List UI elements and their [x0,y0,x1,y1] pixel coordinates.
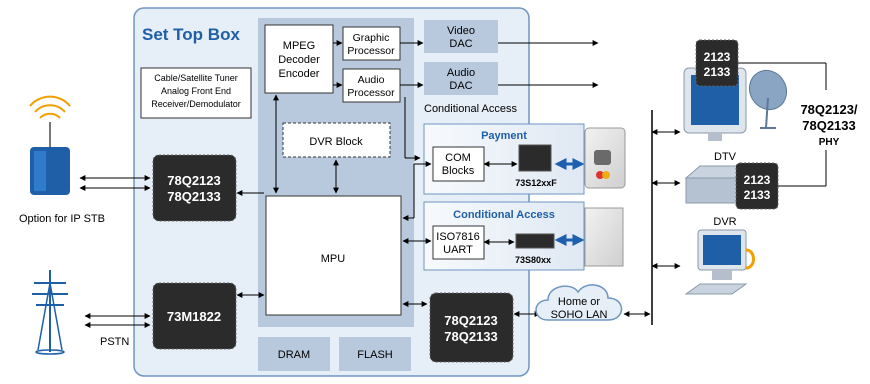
payment-chip-label: 73S12xxF [515,178,557,188]
dvr-block [282,122,391,158]
dvr-chip-line-1: 2123 [744,173,771,187]
uart-line-1: ISO7816 [436,231,479,243]
lan-phy-chip [429,292,514,363]
audio-dac-line-2: DAC [449,80,472,92]
dtv-chip-line-2: 2133 [704,65,731,79]
dvr-label: DVR [713,216,736,228]
lan-label-1: Home or [558,296,601,308]
phy-line-1: 78Q2123/ [800,102,857,117]
sim-card-icon [584,207,624,267]
desktop-computer-icon [684,229,755,295]
dtv-phy-chip [695,39,739,87]
com-blocks [432,146,485,182]
dvr-chip-line-2: 2133 [744,188,771,202]
lan-phy-line-2: 78Q2133 [444,329,498,344]
dvr-phy-chip [735,162,779,210]
left-phy-line-1: 78Q2123 [167,173,221,188]
lan-label-2: SOHO LAN [551,309,608,321]
payment-title: Payment [481,130,527,142]
audio-proc-line-2: Processor [347,87,395,99]
dvr-block-label: DVR Block [309,136,363,148]
lan-cloud-icon [535,284,623,321]
modem-chip [152,282,237,350]
audio-proc-line-1: Audio [358,74,385,86]
graphic-line-1: Graphic [353,32,390,44]
com-line-2: Blocks [442,165,475,177]
satellite-dish-icon [748,69,788,129]
mpu-label: MPU [321,253,346,265]
mpeg-block [264,24,334,94]
left-phy-chip [152,154,237,222]
tuner-line-2: Analog Front End [161,86,231,96]
video-dac-line-2: DAC [449,38,472,50]
payment-chip [518,144,552,172]
conditional-access-heading: Conditional Access [424,103,517,115]
video-dac-block [424,20,498,53]
mpeg-line-1: MPEG [283,40,315,52]
modem-chip-label: 73M1822 [167,309,221,324]
dram-label: DRAM [278,349,310,361]
flash-block [339,337,411,371]
audio-dac-line-1: Audio [447,67,475,79]
tuner-block [140,67,252,119]
lan-phy-line-1: 78Q2123 [444,313,498,328]
left-phy-line-2: 78Q2133 [167,189,221,204]
page-title: Set Top Box [142,25,240,44]
dtv-chip-line-1: 2123 [704,50,731,64]
phy-line-3: PHY [819,137,840,148]
ca-chip-label: 73S80xx [515,255,551,265]
card-chip-icon [594,150,611,165]
video-dac-line-1: Video [447,25,475,37]
mpu-block [265,195,402,316]
graphic-line-2: Processor [347,45,395,57]
phy-line-2: 78Q2133 [802,118,856,133]
com-line-1: COM [445,152,471,164]
pstn-label: PSTN [100,336,129,348]
router-icon [29,95,71,195]
flash-label: FLASH [357,349,393,361]
iso7816-uart-block [432,225,485,260]
tuner-line-1: Cable/Satellite Tuner [154,73,238,83]
ip-stb-label: Option for IP STB [19,213,105,225]
dtv-label: DTV [714,151,737,163]
ca-chip [515,233,555,249]
dram-block [258,337,330,371]
telephone-pole-icon [32,270,68,355]
mpeg-line-3: Encoder [279,68,320,80]
uart-line-2: UART [443,244,473,256]
tuner-line-3: Receiver/Demodulator [151,99,241,109]
audio-dac-block [424,62,498,95]
conditional-access-title: Conditional Access [453,209,555,221]
mpeg-line-2: Decoder [278,54,320,66]
